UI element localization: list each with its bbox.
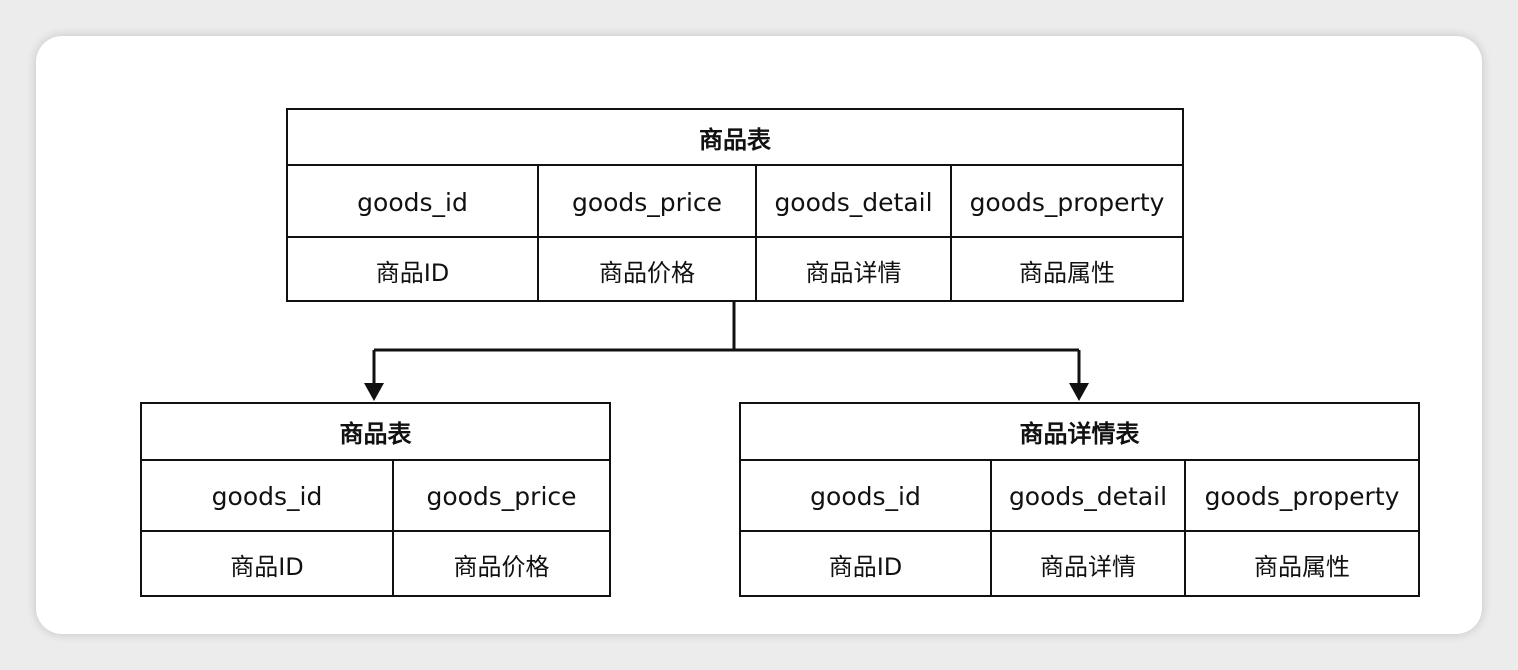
- table-title: 商品表: [699, 125, 771, 154]
- goods-table-split: 商品表 goods_id goods_price 商品ID 商品价格: [140, 402, 611, 597]
- desc-cell: 商品ID: [142, 532, 394, 597]
- desc-row: 商品ID 商品详情 商品属性: [741, 530, 1418, 597]
- field-cell: goods_property: [1204, 482, 1400, 511]
- field-cell: goods_detail: [992, 461, 1186, 532]
- desc-row: 商品ID 商品价格: [142, 530, 609, 597]
- field-cell: goods_id: [142, 461, 394, 532]
- split-connector: [372, 302, 1081, 388]
- desc-row: 商品ID 商品价格 商品详情 商品属性: [288, 236, 1182, 302]
- desc-cell: 商品ID: [741, 532, 992, 597]
- desc-cell: 商品属性: [1019, 258, 1115, 287]
- desc-cell: 商品属性: [1254, 553, 1350, 581]
- field-cell: goods_property: [969, 187, 1165, 217]
- field-cell: goods_detail: [757, 166, 952, 238]
- arrowhead-left-icon: [364, 383, 384, 401]
- arrowhead-right-icon: [1069, 383, 1089, 401]
- field-row: goods_id goods_price: [142, 459, 609, 532]
- goods-detail-table: 商品详情表 goods_id goods_detail goods_proper…: [739, 402, 1420, 597]
- field-cell: goods_price: [426, 482, 577, 511]
- goods-table-original: 商品表 goods_id goods_price goods_detail go…: [286, 108, 1184, 302]
- desc-cell: 商品价格: [453, 553, 550, 581]
- field-cell: goods_price: [539, 166, 757, 238]
- desc-cell: 商品价格: [539, 238, 757, 302]
- field-row: goods_id goods_detail goods_property: [741, 459, 1418, 532]
- desc-cell: 商品ID: [288, 238, 539, 302]
- field-cell: goods_id: [288, 166, 539, 238]
- table-title: 商品表: [339, 420, 412, 448]
- desc-cell: 商品详情: [992, 532, 1186, 597]
- desc-cell: 商品详情: [757, 238, 952, 302]
- field-cell: goods_id: [741, 461, 992, 532]
- table-title: 商品详情表: [1019, 420, 1140, 448]
- field-row: goods_id goods_price goods_detail goods_…: [288, 164, 1182, 238]
